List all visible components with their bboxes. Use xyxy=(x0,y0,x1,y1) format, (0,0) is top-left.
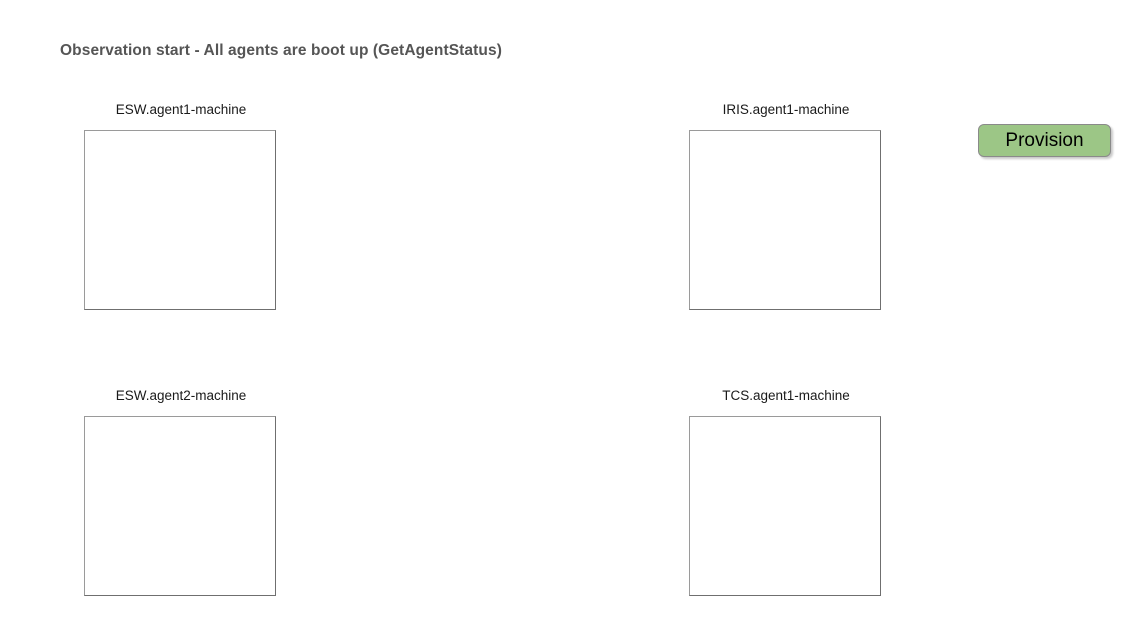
agent-label-1: IRIS.agent1-machine xyxy=(722,102,850,117)
agent-panel-group-2: ESW.agent2-machine xyxy=(84,388,278,596)
agent-screen-1[interactable] xyxy=(689,130,881,310)
agent-label-3: TCS.agent1-machine xyxy=(722,388,850,403)
agent-panel-group-3: TCS.agent1-machine xyxy=(689,388,883,596)
agent-panel-group-0: ESW.agent1-machine xyxy=(84,102,278,310)
agent-screen-0[interactable] xyxy=(84,130,276,310)
agent-label-2: ESW.agent2-machine xyxy=(115,388,247,403)
agent-panel-group-1: IRIS.agent1-machine xyxy=(689,102,883,310)
page-title: Observation start - All agents are boot … xyxy=(60,42,502,59)
agent-screen-2[interactable] xyxy=(84,416,276,596)
agent-label-0: ESW.agent1-machine xyxy=(115,102,247,117)
provision-button[interactable]: Provision xyxy=(978,124,1111,157)
agent-screen-3[interactable] xyxy=(689,416,881,596)
